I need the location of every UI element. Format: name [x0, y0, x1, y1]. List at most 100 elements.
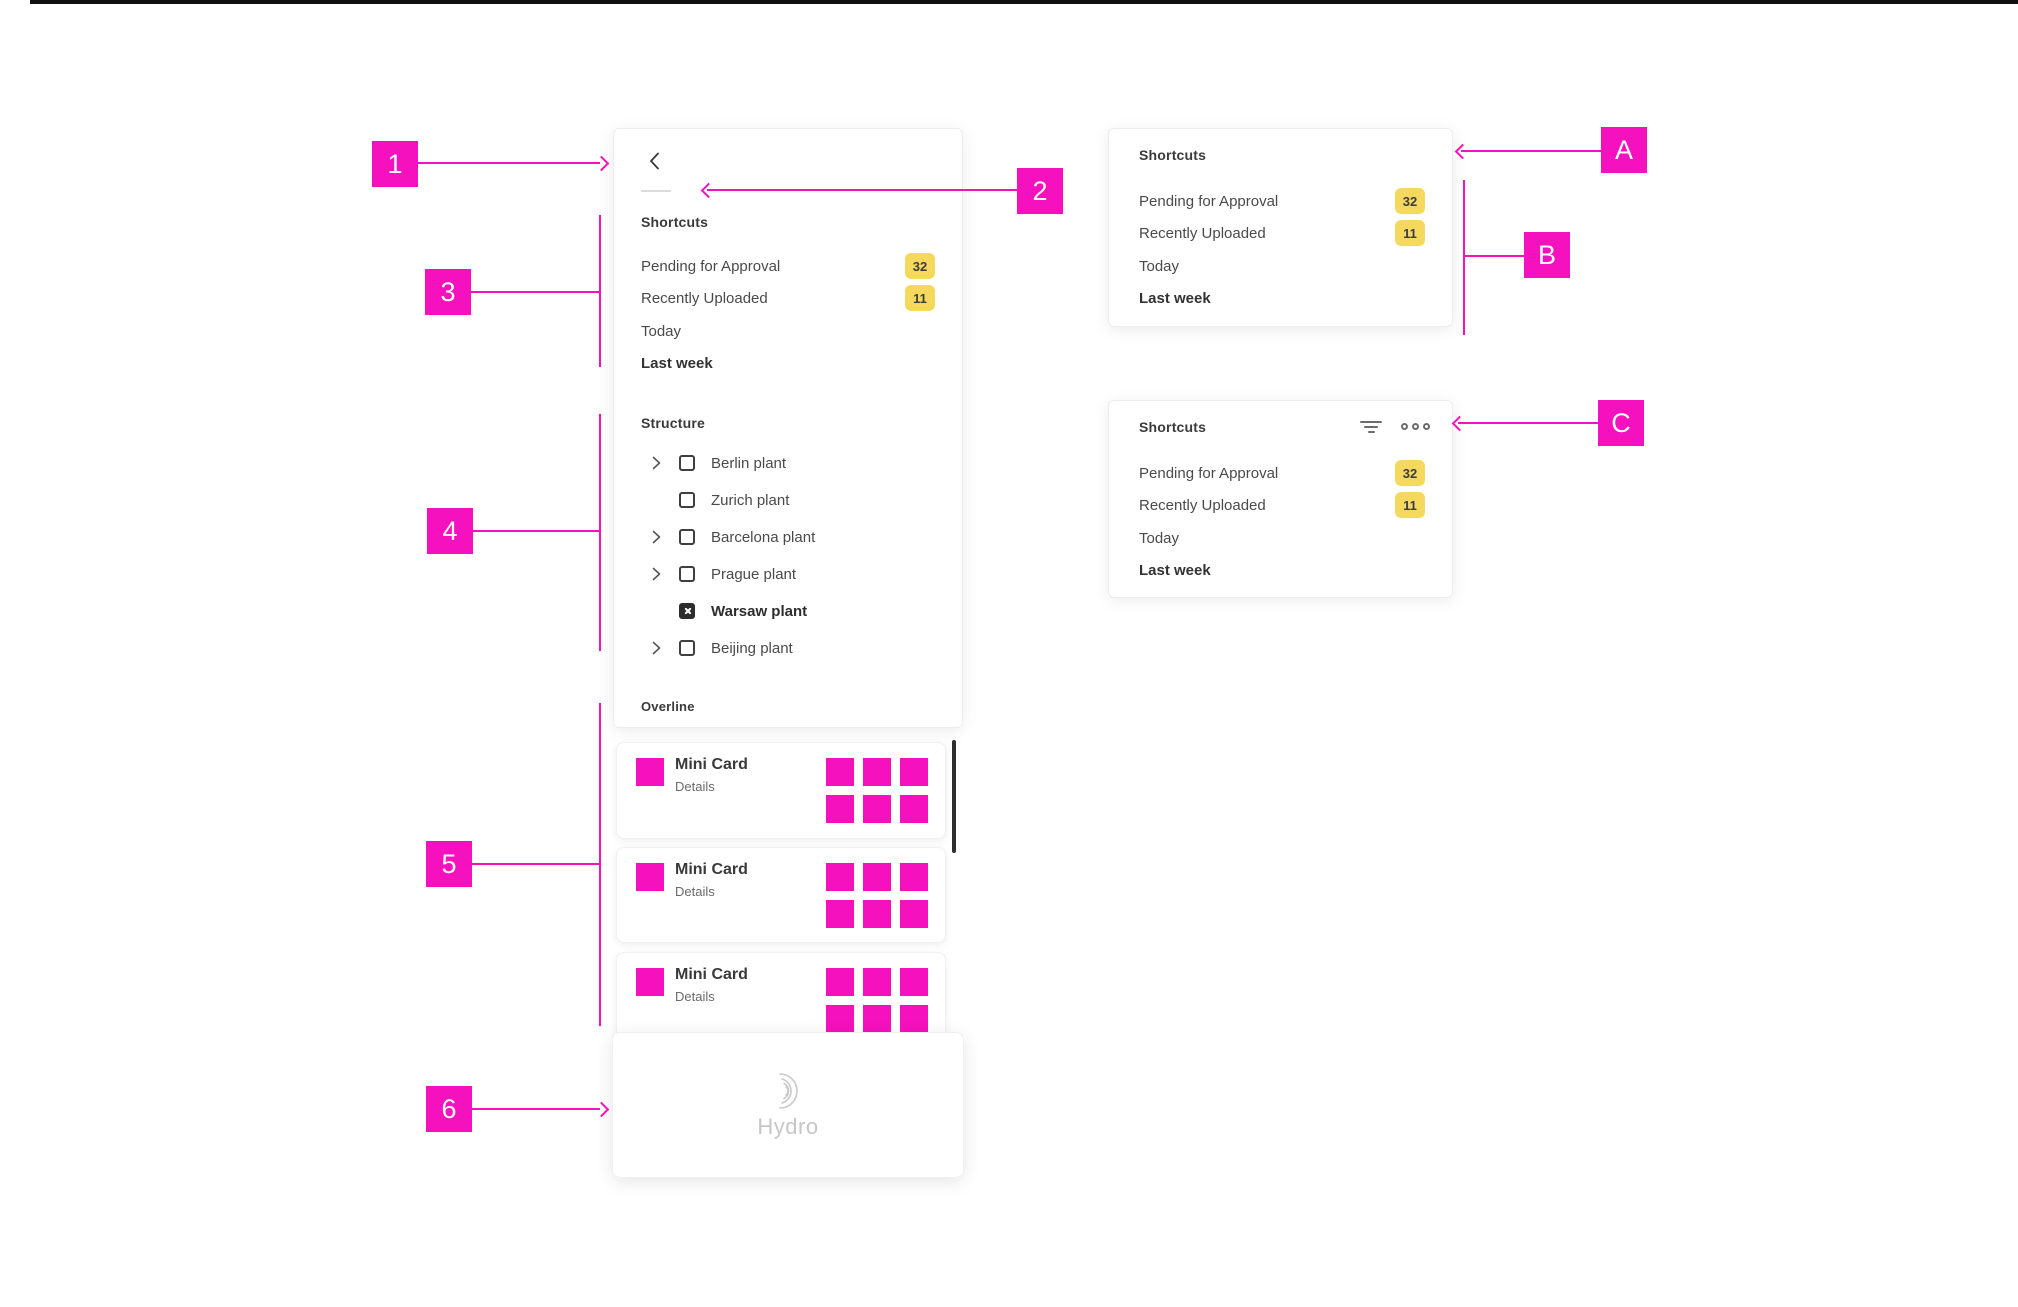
annotation-5: 5 [426, 841, 472, 887]
item-label: Recently Uploaded [641, 289, 768, 307]
brand-name: Hydro [757, 1114, 819, 1139]
annotation-B: B [1524, 232, 1570, 278]
tree-item-beijing-plant[interactable]: Beijing plant [650, 636, 793, 660]
tree-item-label: Prague plant [711, 565, 797, 583]
sidebar-shortcuts-title: Shortcuts [641, 214, 709, 230]
tree-item-label: Barcelona plant [711, 528, 816, 546]
annotation-C-line [1458, 422, 1598, 424]
item-label: Pending for Approval [641, 257, 781, 275]
tree-item-label: Beijing plant [711, 639, 793, 657]
item-label: Last week [1139, 289, 1211, 307]
mini-card-title: Mini Card [675, 861, 748, 878]
arrow-right-icon [593, 1101, 610, 1118]
thumbnail-square [636, 863, 664, 891]
tree-item-label: Zurich plant [711, 491, 790, 509]
chevron-right-icon[interactable] [650, 567, 662, 581]
annotation-B-bracket [1463, 180, 1465, 335]
annotation-B-line [1464, 255, 1524, 257]
annotation-C: C [1598, 400, 1644, 446]
checkbox-unchecked[interactable] [679, 640, 695, 656]
card-item-recently-uploaded[interactable]: Recently Uploaded 11 [1139, 220, 1425, 246]
annotation-5-line [472, 863, 601, 865]
annotation-2: 2 [1017, 168, 1063, 214]
mini-card-subtitle: Details [675, 989, 715, 1004]
annotation-3: 3 [425, 269, 471, 315]
annotation-A-line [1461, 150, 1601, 152]
arrow-left-icon [1454, 143, 1471, 160]
item-label: Today [1139, 529, 1180, 547]
sidebar-panel: Shortcuts Pending for Approval 32 Recent… [613, 128, 963, 728]
chevron-right-icon[interactable] [650, 456, 662, 470]
tile-grid [826, 863, 928, 928]
sidebar-structure-title: Structure [641, 415, 706, 431]
tree-item-zurich-plant[interactable]: Zurich plant [650, 488, 789, 512]
shortcuts-card-with-actions: Shortcuts Pending for Approval 32 Recent… [1108, 400, 1453, 598]
tree-item-label: Warsaw plant [711, 602, 808, 620]
count-badge: 32 [905, 253, 935, 279]
annotation-6-line [472, 1108, 600, 1110]
mini-card[interactable]: Mini Card Details [616, 742, 946, 839]
brand-footer-card: Hydro [612, 1032, 964, 1178]
annotation-6: 6 [426, 1086, 472, 1132]
item-label: Pending for Approval [1139, 464, 1279, 482]
chevron-left-icon [649, 152, 660, 170]
sidebar-item-today[interactable]: Today [641, 318, 935, 344]
shortcuts-card-plain: Shortcuts Pending for Approval 32 Recent… [1108, 128, 1453, 327]
annotation-A: A [1601, 127, 1647, 173]
count-badge: 11 [1395, 492, 1425, 518]
item-label: Today [1139, 257, 1180, 275]
checkbox-unchecked[interactable] [679, 566, 695, 582]
tree-item-label: Berlin plant [711, 454, 787, 472]
card-item-last-week[interactable]: Last week [1139, 285, 1425, 311]
card-item-today[interactable]: Today [1139, 525, 1425, 551]
hydro-arcs-logo [765, 1070, 811, 1112]
annotation-5-bracket [599, 703, 601, 1026]
item-label: Pending for Approval [1139, 192, 1279, 210]
tree-item-prague-plant[interactable]: Prague plant [650, 562, 796, 586]
thumbnail-square [636, 968, 664, 996]
more-dots-icon[interactable] [1401, 423, 1430, 430]
chevron-right-icon[interactable] [650, 641, 662, 655]
annotation-3-bracket [599, 215, 601, 367]
tile-grid [826, 968, 928, 1033]
tree-item-barcelona-plant[interactable]: Barcelona plant [650, 525, 815, 549]
mini-card[interactable]: Mini Card Details [616, 847, 946, 943]
card-item-pending-approval[interactable]: Pending for Approval 32 [1139, 460, 1425, 486]
tree-item-berlin-plant[interactable]: Berlin plant [650, 451, 786, 475]
card-item-pending-approval[interactable]: Pending for Approval 32 [1139, 188, 1425, 214]
thumbnail-square [636, 758, 664, 786]
annotation-2-line [707, 189, 1017, 191]
drag-handle-divider [641, 190, 671, 192]
card-item-recently-uploaded[interactable]: Recently Uploaded 11 [1139, 492, 1425, 518]
item-label: Last week [1139, 561, 1211, 579]
sidebar-overline-title: Overline [641, 699, 695, 714]
checkbox-unchecked[interactable] [679, 492, 695, 508]
chevron-right-icon[interactable] [650, 530, 662, 544]
count-badge: 32 [1395, 188, 1425, 214]
checkbox-unchecked[interactable] [679, 455, 695, 471]
annotation-4: 4 [427, 508, 473, 554]
checkbox-unchecked[interactable] [679, 529, 695, 545]
mini-card-title: Mini Card [675, 756, 748, 773]
arrow-right-icon [593, 155, 610, 172]
count-badge: 11 [905, 285, 935, 311]
checkbox-checked-icon[interactable] [679, 603, 695, 619]
filter-icon[interactable] [1359, 421, 1383, 435]
card-item-last-week[interactable]: Last week [1139, 557, 1425, 583]
sidebar-item-recently-uploaded[interactable]: Recently Uploaded 11 [641, 285, 935, 311]
tile-grid [826, 758, 928, 823]
annotation-3-line [471, 291, 601, 293]
mini-card-title: Mini Card [675, 966, 748, 983]
sidebar-item-pending-approval[interactable]: Pending for Approval 32 [641, 253, 935, 279]
card-item-today[interactable]: Today [1139, 253, 1425, 279]
collapse-sidebar-button[interactable] [644, 151, 664, 171]
item-label: Last week [641, 354, 713, 372]
count-badge: 32 [1395, 460, 1425, 486]
item-label: Recently Uploaded [1139, 496, 1266, 514]
item-label: Today [641, 322, 682, 340]
sidebar-item-last-week[interactable]: Last week [641, 350, 935, 376]
tree-item-warsaw-plant[interactable]: Warsaw plant [650, 599, 807, 623]
count-badge: 11 [1395, 220, 1425, 246]
arrow-left-icon [1451, 415, 1468, 432]
scrollbar-thumb[interactable] [952, 740, 956, 853]
